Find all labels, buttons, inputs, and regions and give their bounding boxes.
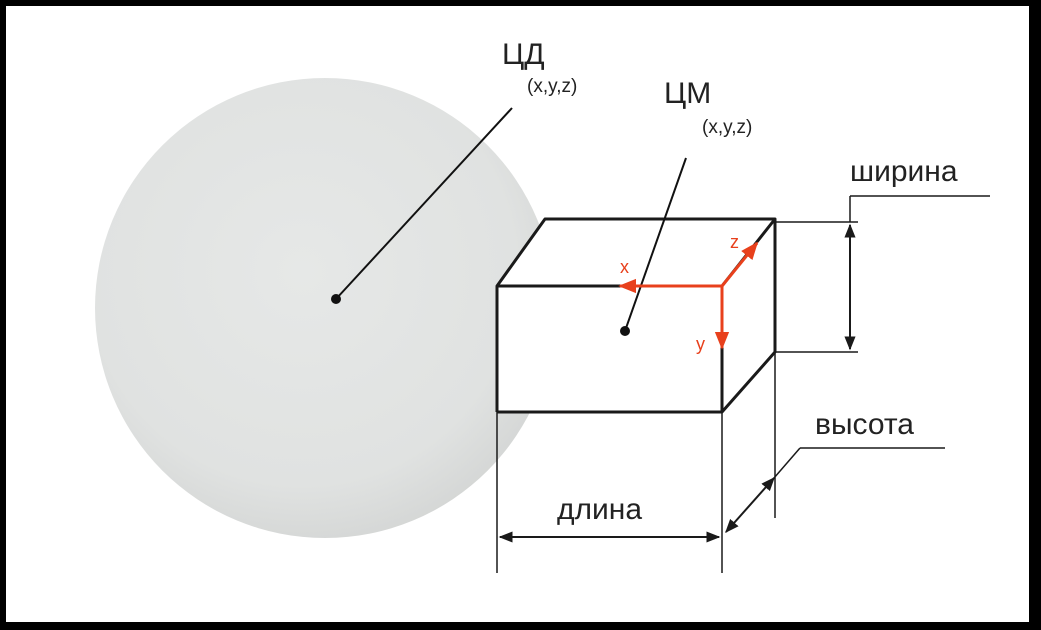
z-axis-arrow <box>720 241 759 287</box>
height-label: высота <box>815 408 914 441</box>
x-axis-label: x <box>620 257 629 277</box>
sphere <box>95 78 555 538</box>
mass-center-coords: (x,y,z) <box>702 117 753 138</box>
mass-center-leader <box>624 157 687 332</box>
buoyancy-center-label: ЦД <box>502 38 545 71</box>
buoyancy-center-coords: (x,y,z) <box>527 76 578 97</box>
buoyancy-center-leader <box>335 107 513 300</box>
z-axis-label: z <box>730 232 739 252</box>
mass-center-label: ЦМ <box>664 77 712 110</box>
width-dimension <box>775 195 990 353</box>
length-dimension <box>496 412 723 573</box>
box-side-face <box>722 219 775 412</box>
height-dimension <box>725 352 945 534</box>
box-top-face <box>497 219 775 286</box>
local-axes <box>618 241 759 350</box>
box-front-face <box>497 286 722 412</box>
length-label: длина <box>557 493 643 526</box>
y-axis-label: y <box>696 334 705 354</box>
width-label: ширина <box>850 155 958 188</box>
